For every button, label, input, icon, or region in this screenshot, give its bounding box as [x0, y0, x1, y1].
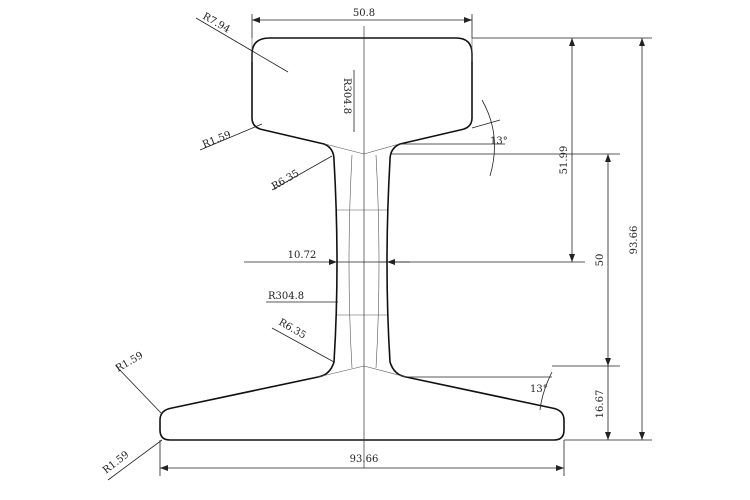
web-section-label: 50 — [595, 254, 606, 267]
head-chamfer-left — [324, 143, 365, 155]
total-height-arrow-top — [639, 38, 645, 46]
base-width-arrow-left — [160, 465, 168, 471]
head-angle-leader — [471, 119, 501, 129]
base-chamfer-left — [317, 365, 365, 378]
fillet-web-top-leader — [271, 155, 333, 191]
base-chamfer-right — [363, 365, 407, 378]
fillet-base-bottom-leader — [107, 439, 163, 481]
head-width-arrow-left — [252, 17, 260, 23]
rail-outline — [159, 37, 565, 441]
fillet-base-bottom-label: R1.59 — [101, 449, 131, 476]
base-width-arrow-right — [556, 465, 564, 471]
head-width-label: 50.8 — [353, 8, 375, 19]
head-chamfer-right — [363, 143, 400, 155]
total-height-label: 93.66 — [629, 226, 640, 255]
total-height-arrow-bottom — [639, 432, 645, 440]
head-depth-arrow-top — [569, 38, 575, 46]
head-width-arrow-right — [464, 17, 472, 23]
corner-radius-leader — [195, 17, 289, 73]
web-inner-curve-left — [348, 154, 353, 369]
web-section-arrow-bottom — [605, 358, 611, 366]
base-angle-arc — [539, 371, 553, 411]
fillet-head-left-leader — [199, 123, 263, 151]
head-depth-label: 51.99 — [559, 146, 570, 175]
web-thickness-arrow-right — [387, 259, 395, 265]
head-angle-arc — [481, 99, 495, 177]
web-radius-label: R304.8 — [268, 291, 304, 302]
corner-radius-label: R7.94 — [201, 11, 232, 35]
web-inner-curve-right — [375, 154, 380, 369]
base-thickness-label: 16.67 — [595, 390, 606, 419]
fillet-web-top-label: R6.35 — [270, 168, 301, 192]
head-angle-label: 13° — [490, 136, 508, 147]
head-radius-label: R304.8 — [341, 78, 352, 114]
base-thickness-arrow-bottom — [605, 432, 611, 440]
fillet-head-left-label: R1.59 — [201, 129, 233, 150]
fillet-base-top-leader — [115, 365, 163, 415]
base-angle-label: 13° — [530, 384, 548, 395]
fillet-web-bottom-label: R6.35 — [277, 317, 308, 341]
base-width-label: 93.66 — [350, 454, 379, 465]
web-thickness-arrow-left — [329, 259, 337, 265]
fillet-web-bottom-leader — [271, 327, 335, 363]
web-section-arrow-top — [605, 154, 611, 162]
head-depth-arrow-bottom — [569, 254, 575, 262]
fillet-base-top-label: R1.59 — [114, 350, 145, 374]
web-thickness-label: 10.72 — [288, 250, 317, 261]
